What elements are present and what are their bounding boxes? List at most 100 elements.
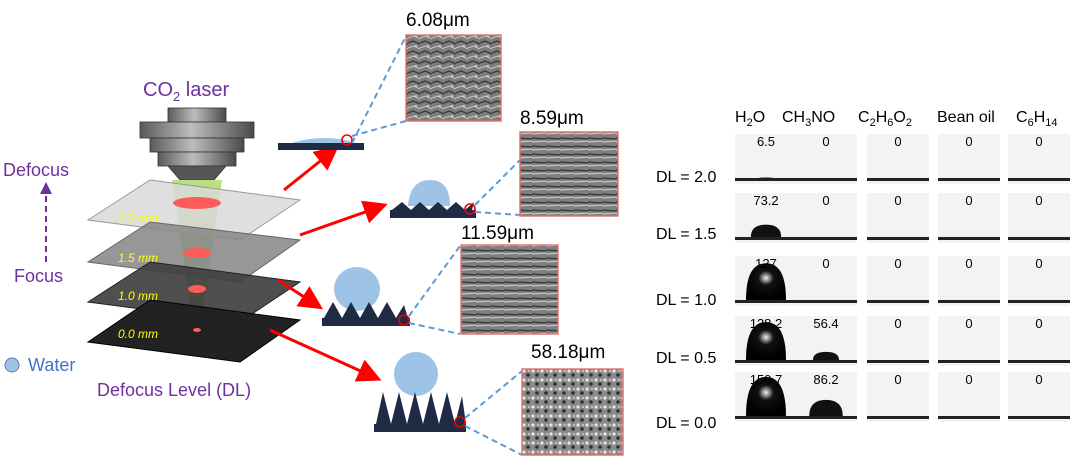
contact-angle-value: 0 bbox=[894, 193, 901, 208]
droplet-icon bbox=[746, 322, 786, 360]
table-cell: 73.2 bbox=[735, 193, 797, 243]
roughness-label-3: 11.59μm bbox=[461, 223, 534, 244]
table-cell: 86.2 bbox=[795, 372, 857, 422]
table-cell: 0 bbox=[867, 316, 929, 366]
droplet-icon bbox=[746, 263, 786, 300]
column-header-c6h14: C6H14 bbox=[1016, 109, 1058, 129]
table-cell: 0 bbox=[938, 256, 1000, 306]
substrate-spikes-2 bbox=[392, 202, 474, 210]
plate-label-0-0: 0.0 mm bbox=[118, 327, 158, 341]
sem-image-2 bbox=[519, 131, 619, 217]
magnify-circle-1 bbox=[341, 134, 353, 146]
contact-angle-value: 0 bbox=[822, 256, 829, 271]
row-label-dl-0-0: DL = 0.0 bbox=[656, 415, 716, 432]
table-cell: 150.7 bbox=[735, 372, 797, 422]
contact-angle-value: 0 bbox=[894, 316, 901, 331]
magnify-circle-3 bbox=[398, 314, 410, 326]
table-cell: 0 bbox=[1008, 256, 1070, 306]
column-header-ch3no: CH3NO bbox=[782, 109, 835, 129]
substrate-3 bbox=[322, 318, 410, 326]
table-cell: 56.4 bbox=[795, 316, 857, 366]
dl-title: Defocus Level (DL) bbox=[97, 380, 251, 400]
contact-angle-value: 86.2 bbox=[813, 372, 838, 387]
contact-angle-value: 6.5 bbox=[757, 134, 775, 149]
table-cell: 0 bbox=[1008, 193, 1070, 243]
contact-angle-value: 150.7 bbox=[750, 372, 783, 387]
plate-label-1-0: 1.0 mm bbox=[118, 289, 158, 303]
contact-angle-value: 0 bbox=[1035, 193, 1042, 208]
contact-angle-value: 0 bbox=[965, 256, 972, 271]
column-header-h2o: H2O bbox=[735, 109, 765, 129]
substrate-spikes-3 bbox=[324, 302, 408, 318]
row-label-dl-1-5: DL = 1.5 bbox=[656, 226, 716, 243]
contact-angle-value: 138.2 bbox=[750, 316, 783, 331]
table-cell: 0 bbox=[795, 256, 857, 306]
droplet-level-4 bbox=[374, 352, 523, 456]
table-cell: 0 bbox=[795, 193, 857, 243]
droplet-icon bbox=[809, 399, 843, 416]
table-cell: 0 bbox=[795, 134, 857, 184]
table-cell: 0 bbox=[938, 372, 1000, 422]
table-cell: 0 bbox=[867, 193, 929, 243]
row-label-dl-2-0: DL = 2.0 bbox=[656, 169, 716, 186]
row-label-dl-1-0: DL = 1.0 bbox=[656, 292, 716, 309]
droplet-level-1 bbox=[278, 35, 407, 150]
plate-label-2-0: 2.0 mm bbox=[117, 211, 158, 225]
table-cell: 138.2 bbox=[735, 316, 797, 366]
magnify-circle-4 bbox=[454, 416, 466, 428]
plate-label-1-5: 1.5 mm bbox=[118, 251, 158, 265]
laser-spot-0-0 bbox=[193, 328, 201, 332]
table-cell: 0 bbox=[1008, 134, 1070, 184]
droplet-icon bbox=[750, 224, 782, 237]
table-cells: 6.5 0 0 0 0 73.2 0 0 0 0 127 0 0 0 0 138.2 56.4 0 0 0 150.7 8… bbox=[735, 134, 1070, 422]
focus-label: Focus bbox=[14, 266, 63, 286]
contact-angle-value: 0 bbox=[1035, 372, 1042, 387]
red-arrow-3 bbox=[277, 278, 324, 310]
contact-angle-value: 0 bbox=[1035, 316, 1042, 331]
laser-head-icon bbox=[139, 107, 255, 181]
water-legend: Water bbox=[4, 355, 75, 375]
laser-spot-2-0 bbox=[173, 197, 221, 209]
droplet-level-3 bbox=[322, 245, 461, 335]
contact-angle-value: 0 bbox=[894, 256, 901, 271]
contact-angle-value: 73.2 bbox=[753, 193, 778, 208]
defocus-label: Defocus bbox=[3, 160, 69, 180]
substrate-2 bbox=[390, 210, 476, 218]
contact-angle-value: 0 bbox=[1035, 134, 1042, 149]
contact-angle-value: 0 bbox=[822, 193, 829, 208]
table-cell: 0 bbox=[938, 134, 1000, 184]
contact-angle-value: 0 bbox=[894, 134, 901, 149]
red-arrow-1 bbox=[283, 146, 339, 192]
row-label-dl-0-5: DL = 0.5 bbox=[656, 350, 716, 367]
table-cell: 0 bbox=[1008, 316, 1070, 366]
contact-angle-value: 0 bbox=[965, 193, 972, 208]
roughness-label-2: 8.59μm bbox=[520, 108, 584, 129]
table-cell: 0 bbox=[938, 193, 1000, 243]
water-droplet-icon bbox=[4, 357, 20, 373]
droplet-level-2 bbox=[390, 159, 521, 218]
droplet-icon bbox=[812, 351, 840, 360]
column-header-c2h6o2: C2H6O2 bbox=[858, 109, 912, 129]
table-cell: 0 bbox=[867, 134, 929, 184]
substrate-spikes-4 bbox=[376, 392, 466, 424]
contact-angle-value: 0 bbox=[822, 134, 829, 149]
sem-image-3 bbox=[460, 244, 559, 335]
table-cell: 127 bbox=[735, 256, 797, 306]
contact-angle-value: 0 bbox=[965, 134, 972, 149]
contact-angle-value: 0 bbox=[1035, 256, 1042, 271]
droplet-icon bbox=[746, 376, 786, 416]
contact-angle-table: H2O CH3NO C2H6O2 Bean oil C6H14 DL = 2.0… bbox=[656, 109, 1070, 432]
magnify-circle-2 bbox=[464, 203, 476, 215]
water-legend-label: Water bbox=[28, 355, 75, 375]
substrate-1 bbox=[278, 143, 364, 150]
roughness-label-1: 6.08μm bbox=[406, 10, 470, 31]
roughness-label-4: 58.18μm bbox=[531, 342, 605, 363]
red-arrow-2 bbox=[299, 200, 388, 237]
contact-angle-value: 0 bbox=[965, 316, 972, 331]
focus-axis: Defocus Focus bbox=[3, 160, 69, 286]
red-arrow-4 bbox=[269, 328, 382, 382]
table-cell: 0 bbox=[938, 316, 1000, 366]
sem-image-1 bbox=[405, 34, 502, 122]
table-cell: 0 bbox=[867, 256, 929, 306]
